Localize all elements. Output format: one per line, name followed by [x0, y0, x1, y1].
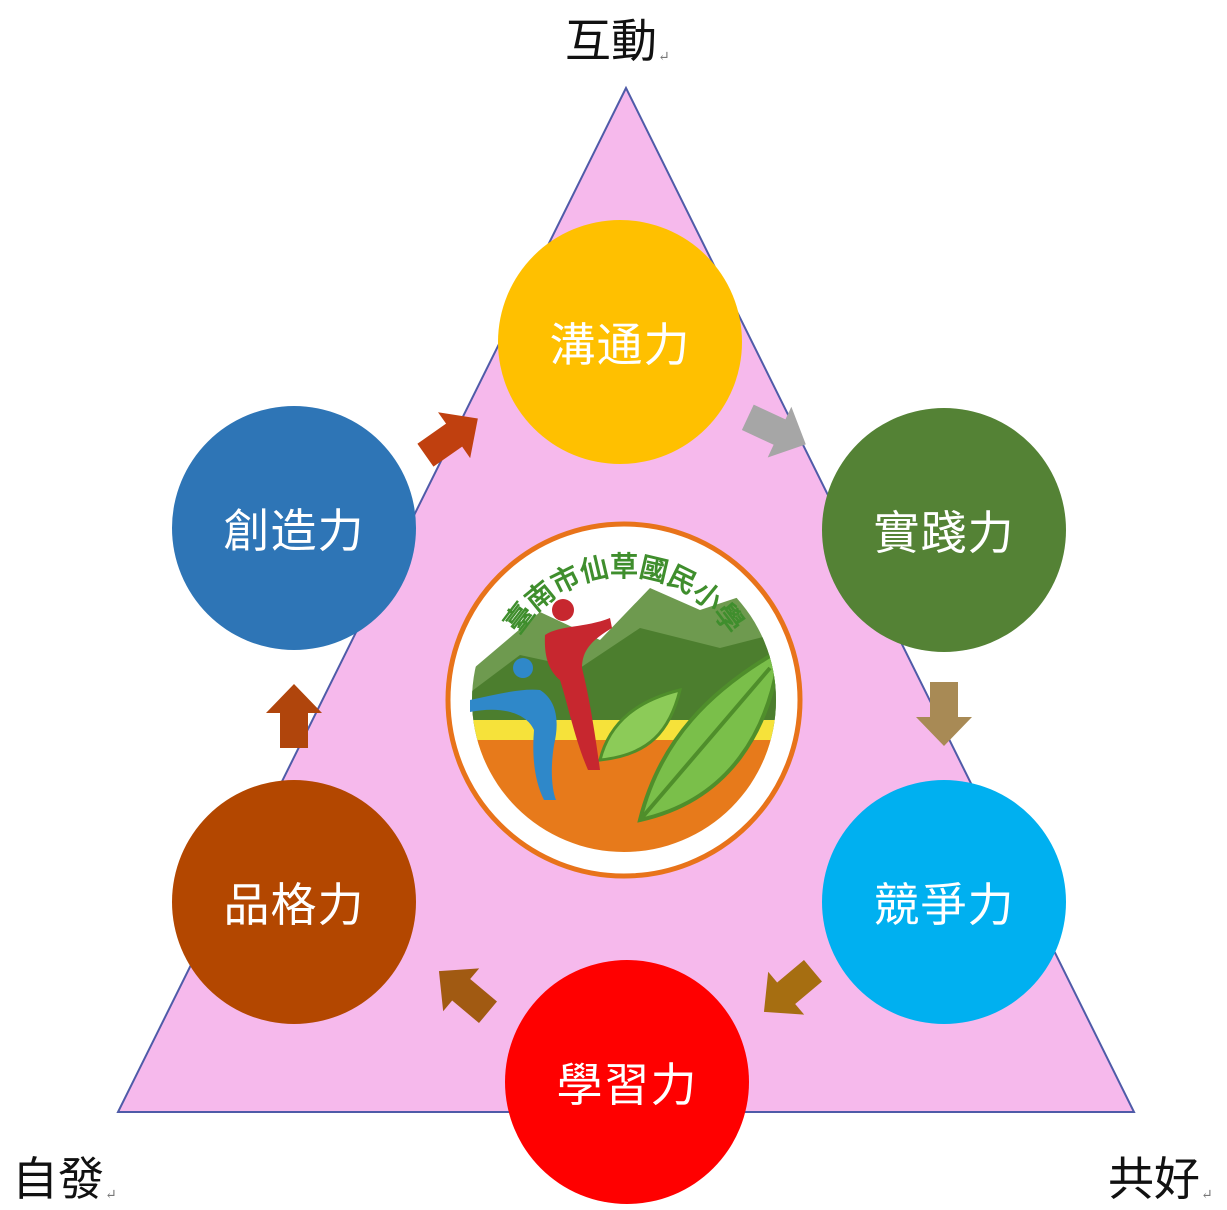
- arrow-character-to-creativity: [266, 684, 322, 748]
- label-spontaneity: 自發↵: [12, 1156, 117, 1202]
- node-competitiveness-label: 競爭力: [873, 878, 1015, 932]
- arrow-communication-to-practice: [741, 404, 806, 458]
- node-creativity-label: 創造力: [223, 504, 365, 558]
- label-spontaneity-text: 自發: [12, 1152, 104, 1206]
- node-character: 品格力: [172, 780, 416, 1024]
- paragraph-mark: ↵: [1201, 1187, 1213, 1203]
- arrow-creativity-to-communication: [417, 412, 478, 467]
- school-logo: 臺南市仙草國民小學: [445, 521, 803, 879]
- label-interaction: 互動↵: [565, 18, 670, 64]
- arrow-learning-to-character: [438, 968, 497, 1024]
- node-learning: 學習力: [505, 960, 749, 1204]
- label-interaction-text: 互動: [565, 14, 657, 68]
- node-communication: 溝通力: [498, 220, 742, 464]
- arrow-competitiveness-to-learning: [763, 959, 822, 1015]
- node-practice: 實踐力: [822, 408, 1066, 652]
- arrow-practice-to-competitiveness: [916, 682, 972, 746]
- label-common-good-text: 共好: [1108, 1152, 1200, 1206]
- node-communication-label: 溝通力: [549, 318, 691, 372]
- paragraph-mark: ↵: [658, 49, 670, 65]
- node-creativity: 創造力: [172, 406, 416, 650]
- node-competitiveness: 競爭力: [822, 780, 1066, 1024]
- node-learning-label: 學習力: [556, 1058, 698, 1112]
- node-character-label: 品格力: [223, 878, 365, 932]
- paragraph-mark: ↵: [105, 1187, 117, 1203]
- node-practice-label: 實踐力: [873, 506, 1015, 560]
- label-common-good: 共好↵: [1108, 1156, 1213, 1202]
